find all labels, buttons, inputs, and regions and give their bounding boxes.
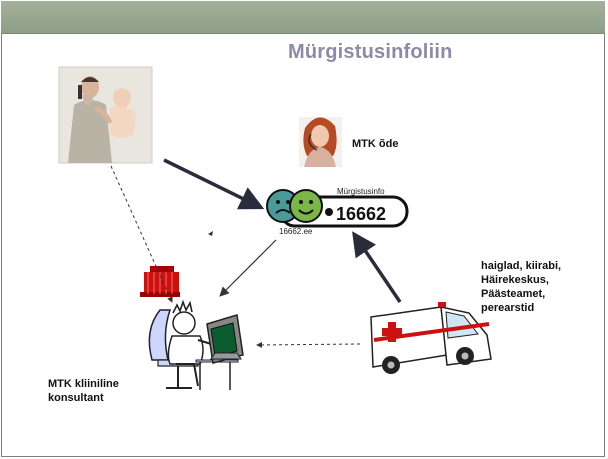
logo-url: 16662.ee [279,227,313,236]
consultant-figure [148,299,244,390]
arrow-parent-to-hotline [163,158,265,210]
slide-title: Mürgistusinfoliin [288,41,453,63]
hospitals-line-1: haiglad, kiirabi, [481,260,562,272]
logo-top-text: Mürgistusinfo [337,187,385,196]
arrow-services-to-hotline [352,231,402,303]
nurse-label: MTK õde [352,138,398,150]
nurse-figure [299,117,342,167]
hospitals-line-3: Päästeamet, [481,288,546,300]
hospitals-line-4: perearstid [481,302,535,314]
poison-info-logo: 16662 Mürgistusinfo 16662.ee [266,187,409,236]
consultant-label: MTK kliiniline konsultant [48,377,119,405]
hospitals-line-2: Häirekeskus, [481,274,549,286]
alarm-device-icon [140,266,180,297]
parent-photo [58,66,153,164]
small-arrowhead [208,231,213,236]
arrow-hotline-to-consultant [219,239,277,297]
arrow-ambulance-to-consultant-dashed [256,341,361,348]
hospitals-label: haiglad, kiirabi, Häirekeskus, Päästeame… [481,259,561,315]
consultant-line-1: MTK kliiniline [48,378,119,390]
ambulance-icon [370,302,492,374]
consultant-line-2: konsultant [48,392,104,404]
header-band [1,1,605,34]
arrow-parent-to-consultant-dashed [110,165,173,303]
logo-number: 16662 [336,204,386,224]
